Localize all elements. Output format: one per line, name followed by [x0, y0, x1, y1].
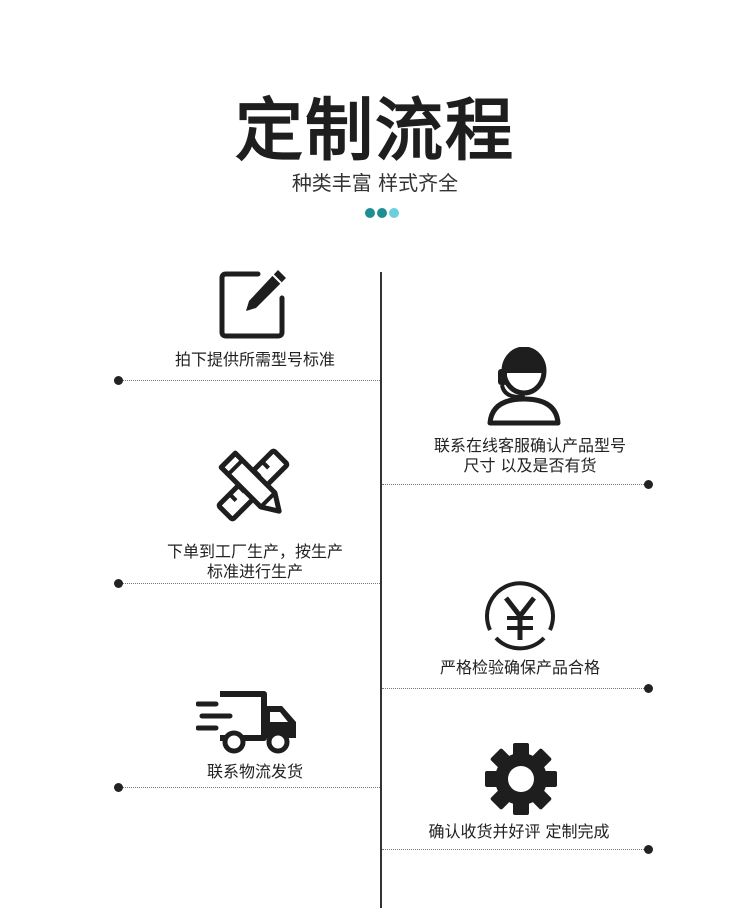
pencil-ruler-icon: [212, 444, 294, 526]
decorative-dots: [365, 208, 405, 220]
dotted-connector: [382, 688, 644, 689]
timeline-node: [114, 579, 123, 588]
step-label: 拍下提供所需型号标准: [174, 350, 335, 369]
timeline-node: [644, 845, 653, 854]
step-label: 联系物流发货: [206, 762, 303, 781]
dot-light: [389, 208, 399, 218]
edit-icon: [216, 268, 288, 340]
dotted-connector: [382, 849, 644, 850]
dotted-connector: [382, 484, 644, 485]
dot-dark-1: [365, 208, 375, 218]
dotted-connector: [123, 787, 380, 788]
yen-icon: [480, 578, 560, 658]
gear-icon: [484, 742, 558, 816]
timeline-node: [644, 480, 653, 489]
page-title: 定制流程: [234, 92, 515, 171]
timeline-node: [114, 376, 123, 385]
dotted-connector: [123, 380, 380, 381]
timeline-node: [644, 684, 653, 693]
step-label: 确认收货并好评 定制完成: [428, 822, 610, 841]
delivery-truck-icon: [196, 688, 300, 754]
step-label: 联系在线客服确认产品型号 尺寸 以及是否有货: [433, 436, 626, 475]
step-label: 严格检验确保产品合格: [439, 658, 600, 677]
timeline-node: [114, 783, 123, 792]
page-subtitle: 种类丰富 样式齐全: [291, 171, 459, 195]
customer-service-icon: [486, 347, 566, 427]
dot-dark-2: [377, 208, 387, 218]
dotted-connector: [123, 583, 380, 584]
timeline-axis: [380, 272, 382, 908]
step-label: 下单到工厂生产，按生产 标准进行生产: [166, 542, 343, 581]
